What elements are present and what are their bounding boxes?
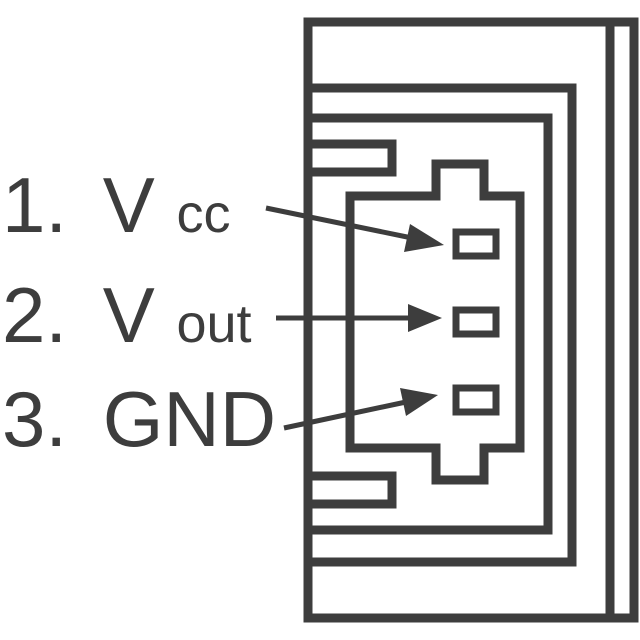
pin-3-number: 3. [2, 375, 67, 463]
lower-latch-tab [308, 471, 397, 509]
pin-3-contact [452, 384, 500, 416]
pin-1-arrow [265, 205, 444, 252]
pin-3-name: GND [103, 375, 276, 463]
pin-1-label: 1. V cc [2, 161, 230, 249]
pin-2-name: V [103, 271, 155, 359]
pin-3-label: 3. GND [2, 375, 276, 463]
pin-1-contact [452, 228, 500, 260]
upper-latch-tab [308, 139, 397, 177]
pin-2-label: 2. V out [2, 271, 252, 359]
pin-1-name: V [103, 161, 155, 249]
pin-2-arrow [276, 304, 442, 332]
pin-1-subscript: cc [176, 184, 230, 244]
connector-socket [345, 159, 525, 485]
pin-3-arrow [283, 388, 438, 431]
pin-2-number: 2. [2, 271, 67, 359]
inner-channel-inner [308, 113, 553, 535]
pin-2-subscript: out [176, 294, 251, 354]
pin-1-number: 1. [2, 161, 67, 249]
inner-channel-outline [308, 83, 577, 567]
pin-2-contact [452, 306, 500, 338]
